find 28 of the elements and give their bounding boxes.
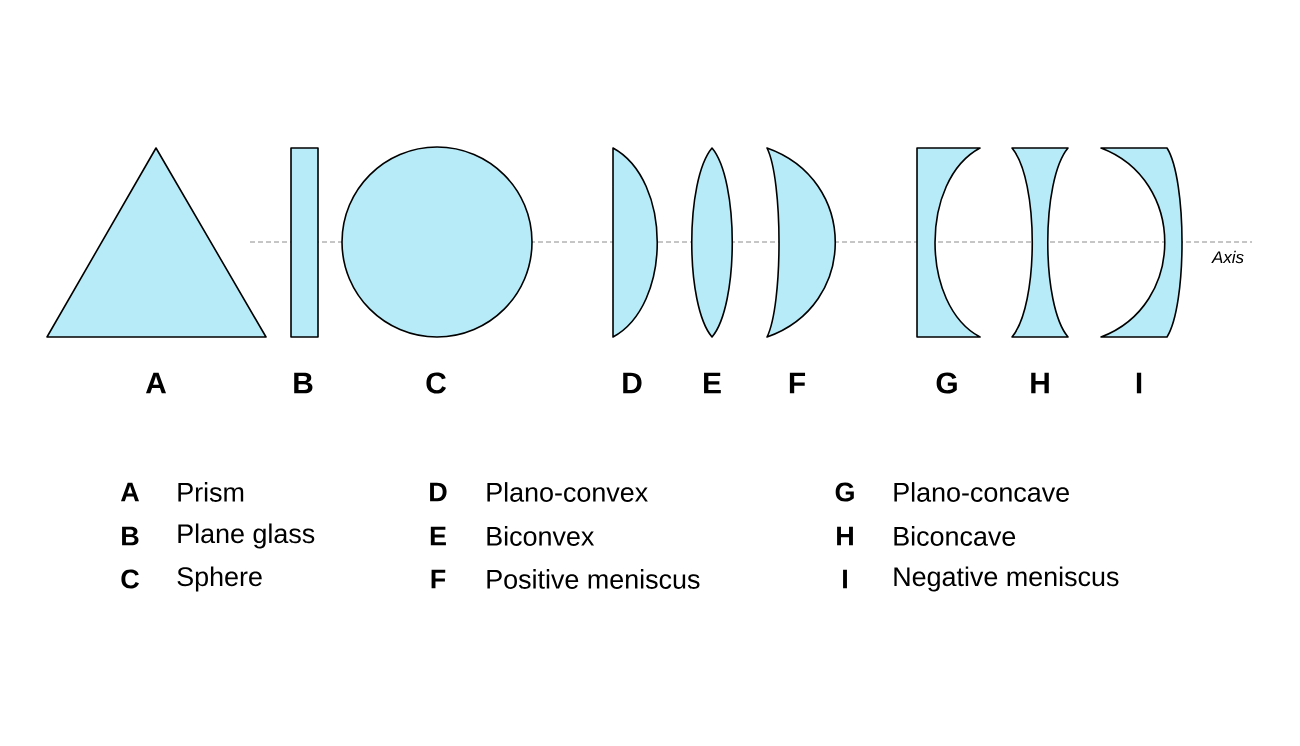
legend-text: Negative meniscus bbox=[894, 566, 1119, 592]
legend-letter: H bbox=[837, 526, 853, 546]
lens-letter: I bbox=[1136, 372, 1142, 394]
legend-letter: E bbox=[430, 526, 446, 546]
lens-letter: G bbox=[936, 372, 957, 394]
legend-letter: I bbox=[843, 569, 847, 589]
lens-letter: F bbox=[789, 372, 806, 394]
lens-letter: H bbox=[1031, 372, 1049, 394]
lens-letter: A bbox=[145, 372, 166, 394]
legend-letter: B bbox=[122, 526, 139, 546]
legend-letter: D bbox=[430, 482, 447, 502]
lens-letter: E bbox=[704, 372, 721, 394]
legend-text: Prism bbox=[178, 482, 244, 502]
legend-letter: F bbox=[431, 569, 446, 589]
lens-letter: B bbox=[294, 372, 313, 394]
legend-text: Plano-concave bbox=[894, 482, 1069, 502]
lens-letter: C bbox=[426, 372, 446, 394]
legend-text: Biconvex bbox=[487, 526, 595, 546]
legend-text: Sphere bbox=[177, 566, 262, 592]
legend-text: Plano-convex bbox=[487, 482, 648, 502]
legend-text: Plane glass bbox=[178, 523, 315, 549]
legend-letter: G bbox=[835, 482, 854, 502]
legend-text: Biconcave bbox=[894, 526, 1016, 546]
legend-letter: C bbox=[121, 569, 139, 589]
legend-text: Positive meniscus bbox=[487, 569, 700, 589]
lens-letter: D bbox=[623, 372, 642, 394]
legend-letter: A bbox=[120, 482, 139, 502]
axis-label: Axis bbox=[1211, 250, 1244, 264]
